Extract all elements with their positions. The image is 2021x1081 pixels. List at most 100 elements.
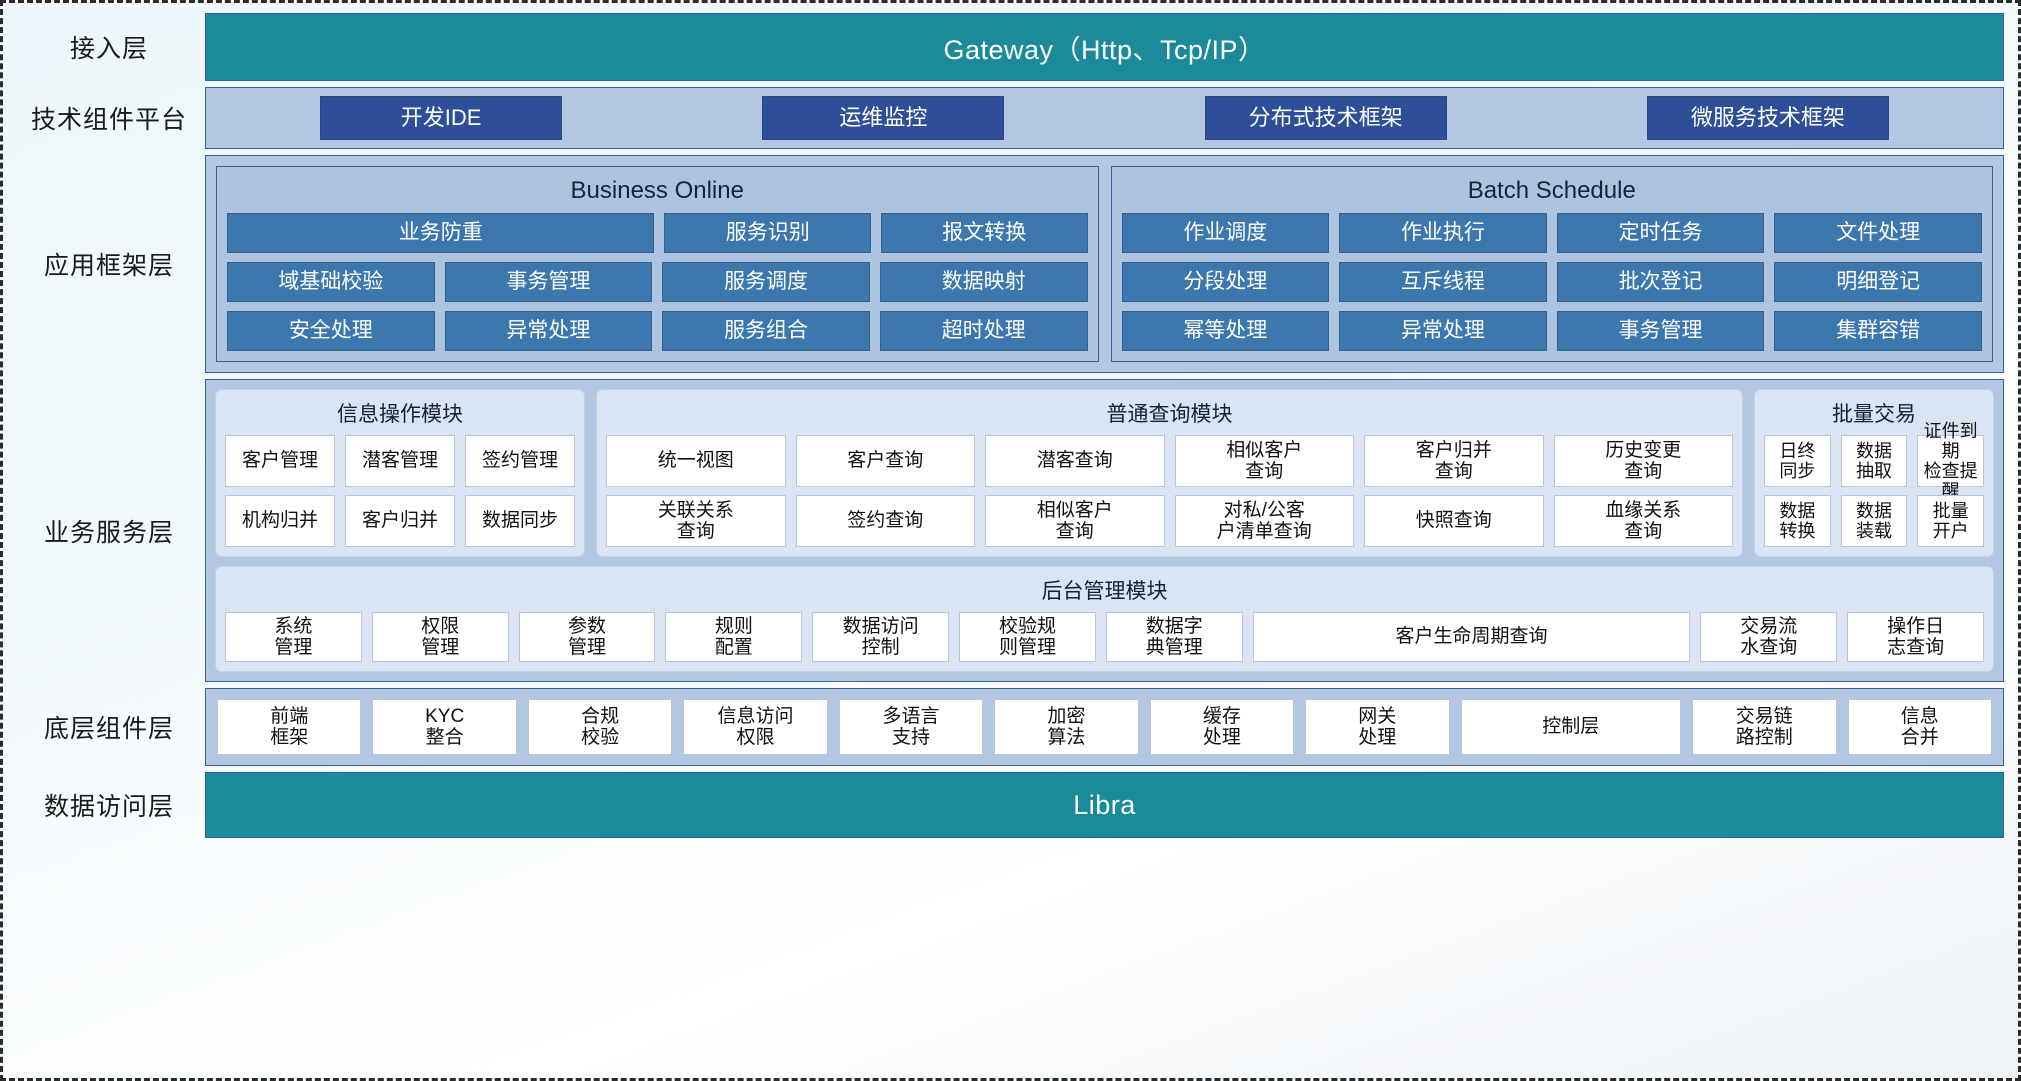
cell-encryption-algorithm[interactable]: 加密 算法 bbox=[994, 699, 1139, 755]
cell-batch-account-opening[interactable]: 批量 开户 bbox=[1917, 495, 1985, 547]
layer-label-bsl: 业务服务层 bbox=[43, 518, 174, 547]
cell-permission-management[interactable]: 权限 管理 bbox=[371, 612, 509, 662]
cell-system-management[interactable]: 系统 管理 bbox=[225, 612, 362, 662]
cell-customer-management[interactable]: 客户管理 bbox=[225, 435, 335, 487]
layer-body-bcl: 前端 框架 KYC 整合 合规 校验 信息访问 权限 多语言 支持 加密 算法 … bbox=[205, 688, 2004, 766]
cell-parameter-management[interactable]: 参数 管理 bbox=[518, 612, 656, 662]
cell-contract-management[interactable]: 签约管理 bbox=[465, 435, 575, 487]
grid-row: 机构归并 客户归并 数据同步 bbox=[225, 495, 575, 547]
cell-job-scheduling[interactable]: 作业调度 bbox=[1121, 213, 1330, 253]
layer-body-dal: Libra bbox=[205, 772, 2004, 838]
grid-row: 作业调度 作业执行 定时任务 文件处理 bbox=[1121, 213, 1982, 253]
cell-exception-processing[interactable]: 异常处理 bbox=[444, 311, 653, 351]
cell-history-change-query[interactable]: 历史变更 查询 bbox=[1553, 435, 1733, 487]
layer-row-bcl: 底层组件层 前端 框架 KYC 整合 合规 校验 信息访问 权限 多语言 支持 … bbox=[13, 688, 2004, 766]
cell-information-access-permission[interactable]: 信息访问 权限 bbox=[683, 699, 828, 755]
business-service-panel: 信息操作模块 客户管理 潜客管理 签约管理 机构归并 客户归并 数据同步 bbox=[205, 379, 2004, 682]
cell-end-of-day-sync[interactable]: 日终 同步 bbox=[1764, 435, 1831, 487]
group-batch-schedule: Batch Schedule 作业调度 作业执行 定时任务 文件处理 分段处理 … bbox=[1110, 166, 1993, 362]
cell-institution-merge[interactable]: 机构归并 bbox=[225, 495, 335, 547]
cell-compliance-validation[interactable]: 合规 校验 bbox=[527, 699, 673, 755]
gateway-bar[interactable]: Gateway（Http、Tcp/IP） bbox=[205, 13, 2004, 81]
cell-detail-registration[interactable]: 明细登记 bbox=[1774, 262, 1982, 302]
cell-data-mapping[interactable]: 数据映射 bbox=[879, 262, 1088, 302]
cell-customer-merge[interactable]: 客户归并 bbox=[345, 495, 455, 547]
cell-timed-task[interactable]: 定时任务 bbox=[1556, 213, 1765, 253]
cell-rule-configuration[interactable]: 规则 配置 bbox=[665, 612, 803, 662]
cell-data-loading[interactable]: 数据 装载 bbox=[1840, 495, 1908, 547]
cell-prospect-query[interactable]: 潜客查询 bbox=[985, 435, 1165, 487]
layer-row-access: 接入层 Gateway（Http、Tcp/IP） bbox=[13, 13, 2004, 81]
cell-document-expiry-reminder[interactable]: 证件到期 检查提醒 bbox=[1917, 421, 1985, 501]
cell-batch-exception-processing[interactable]: 异常处理 bbox=[1339, 311, 1547, 351]
cell-mutex-thread[interactable]: 互斥线程 bbox=[1339, 262, 1547, 302]
libra-bar[interactable]: Libra bbox=[205, 772, 2004, 838]
cell-batch-transaction-management[interactable]: 事务管理 bbox=[1556, 311, 1765, 351]
cell-customer-query[interactable]: 客户查询 bbox=[795, 435, 975, 487]
cell-relation-query[interactable]: 关联关系 查询 bbox=[606, 495, 786, 547]
tech-chip-ide[interactable]: 开发IDE bbox=[320, 95, 563, 141]
module-title-batch-transaction: 批量交易 bbox=[1832, 403, 1916, 426]
cell-data-extraction[interactable]: 数据 抽取 bbox=[1840, 435, 1908, 487]
cell-snapshot-query[interactable]: 快照查询 bbox=[1364, 495, 1544, 547]
cell-timeout-processing[interactable]: 超时处理 bbox=[879, 311, 1088, 351]
layer-body-appfw: Business Online 业务防重 服务识别 报文转换 域基础校验 事务管… bbox=[205, 155, 2004, 373]
cell-private-corporate-customer-list-query[interactable]: 对私/公客 户清单查询 bbox=[1174, 495, 1354, 547]
tech-chip-distributed-framework[interactable]: 分布式技术框架 bbox=[1204, 95, 1447, 141]
cell-cluster-fault-tolerance[interactable]: 集群容错 bbox=[1774, 311, 1982, 351]
module-common-query: 普通查询模块 统一视图 客户查询 潜客查询 相似客户 查询 客户归并 查询 历史… bbox=[596, 389, 1743, 557]
cell-customer-merge-query[interactable]: 客户归并 查询 bbox=[1364, 435, 1544, 487]
cell-validation-rule-management[interactable]: 校验规 则管理 bbox=[959, 612, 1096, 662]
cell-job-execution[interactable]: 作业执行 bbox=[1339, 213, 1547, 253]
grid-row: 日终 同步 数据 抽取 证件到期 检查提醒 bbox=[1764, 421, 1985, 501]
cell-contract-query[interactable]: 签约查询 bbox=[795, 495, 975, 547]
cell-data-sync[interactable]: 数据同步 bbox=[465, 495, 575, 547]
cell-similar-customer-query-2[interactable]: 相似客户 查询 bbox=[985, 495, 1165, 547]
cell-business-anti-duplicate[interactable]: 业务防重 bbox=[227, 213, 655, 253]
layer-row-dal: 数据访问层 Libra bbox=[13, 772, 2004, 838]
cell-security-processing[interactable]: 安全处理 bbox=[227, 311, 435, 351]
layer-label-access: 接入层 bbox=[69, 35, 148, 63]
cell-kyc-integration[interactable]: KYC 整合 bbox=[372, 699, 517, 755]
bottom-component-panel: 前端 框架 KYC 整合 合规 校验 信息访问 权限 多语言 支持 加密 算法 … bbox=[205, 688, 2004, 766]
cell-cache-processing[interactable]: 缓存 处理 bbox=[1149, 699, 1295, 755]
grid-row: 客户管理 潜客管理 签约管理 bbox=[225, 435, 575, 487]
cell-transaction-management[interactable]: 事务管理 bbox=[444, 262, 653, 302]
cell-frontend-framework[interactable]: 前端 框架 bbox=[217, 699, 362, 755]
cell-information-merge[interactable]: 信息 合并 bbox=[1847, 699, 1992, 755]
cell-multilanguage-support[interactable]: 多语言 支持 bbox=[838, 699, 984, 755]
cell-idempotent-processing[interactable]: 幂等处理 bbox=[1121, 311, 1330, 351]
grid-row-backend-admin: 系统 管理 权限 管理 参数 管理 规则 配置 数据访问 控制 校验规 则管理 … bbox=[225, 612, 1984, 662]
cell-prospect-management[interactable]: 潜客管理 bbox=[345, 435, 455, 487]
cell-customer-lifecycle-query[interactable]: 客户生命周期查询 bbox=[1252, 612, 1691, 662]
cell-batch-registration[interactable]: 批次登记 bbox=[1556, 262, 1765, 302]
layer-label-tech: 技术组件平台 bbox=[30, 106, 187, 134]
cell-domain-basic-validation[interactable]: 域基础校验 bbox=[227, 262, 435, 302]
cell-data-dictionary-management[interactable]: 数据字 典管理 bbox=[1105, 612, 1243, 662]
grid-row: 域基础校验 事务管理 服务调度 数据映射 bbox=[227, 262, 1088, 302]
group-title-batch-schedule: Batch Schedule bbox=[1467, 177, 1636, 204]
module-title-common-query: 普通查询模块 bbox=[1106, 403, 1233, 426]
cell-service-identify[interactable]: 服务识别 bbox=[664, 213, 871, 253]
tech-chip-ops-monitor[interactable]: 运维监控 bbox=[762, 95, 1005, 141]
cell-lineage-relation-query[interactable]: 血缘关系 查询 bbox=[1553, 495, 1733, 547]
grid-batch-transaction: 日终 同步 数据 抽取 证件到期 检查提醒 数据 转换 数据 装载 批量 开户 bbox=[1764, 421, 1985, 547]
cell-unified-view[interactable]: 统一视图 bbox=[606, 435, 786, 487]
grid-info-operation: 客户管理 潜客管理 签约管理 机构归并 客户归并 数据同步 bbox=[225, 435, 575, 547]
cell-gateway-processing[interactable]: 网关 处理 bbox=[1305, 699, 1450, 755]
cell-service-composition[interactable]: 服务组合 bbox=[662, 311, 870, 351]
cell-data-access-control[interactable]: 数据访问 控制 bbox=[812, 612, 950, 662]
tech-chip-microservice-framework[interactable]: 微服务技术框架 bbox=[1646, 95, 1889, 141]
cell-operation-log-query[interactable]: 操作日 志查询 bbox=[1847, 612, 1984, 662]
cell-service-scheduling[interactable]: 服务调度 bbox=[662, 262, 870, 302]
module-info-operation: 信息操作模块 客户管理 潜客管理 签约管理 机构归并 客户归并 数据同步 bbox=[215, 389, 585, 557]
cell-segment-processing[interactable]: 分段处理 bbox=[1121, 262, 1330, 302]
cell-similar-customer-query[interactable]: 相似客户 查询 bbox=[1174, 435, 1354, 487]
cell-transaction-chain-control[interactable]: 交易链 路控制 bbox=[1692, 699, 1837, 755]
cell-transaction-flow-query[interactable]: 交易流 水查询 bbox=[1700, 612, 1838, 662]
cell-file-processing[interactable]: 文件处理 bbox=[1774, 213, 1982, 253]
cell-data-transformation[interactable]: 数据 转换 bbox=[1764, 495, 1831, 547]
cell-control-layer[interactable]: 控制层 bbox=[1460, 699, 1682, 755]
cell-message-transform[interactable]: 报文转换 bbox=[880, 213, 1088, 253]
